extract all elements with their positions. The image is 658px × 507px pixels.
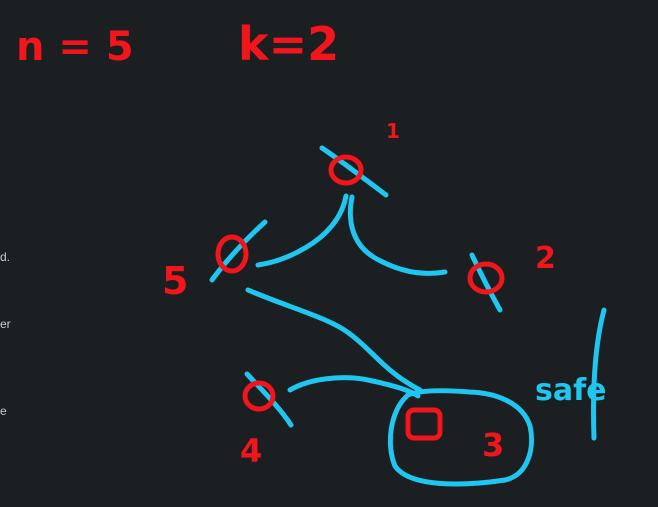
clipped-side-text: d.	[0, 250, 11, 264]
node-2-circle	[467, 261, 505, 295]
node-3: 3	[405, 407, 504, 464]
node-1-label: 1	[386, 119, 400, 143]
edge-4-3	[287, 375, 421, 399]
node-1-circle	[328, 154, 364, 186]
node-2: 2	[467, 241, 556, 295]
safe-region-outline	[387, 388, 535, 487]
edge-5-3	[245, 287, 423, 393]
node-2-label: 2	[535, 241, 556, 276]
safe-letter-f-stroke	[590, 307, 607, 441]
strike-node-1	[319, 145, 389, 198]
strike-node-5	[209, 219, 268, 283]
edge-1-2	[347, 194, 448, 276]
node-5: 5	[162, 234, 249, 303]
node-5-circle	[215, 234, 249, 274]
k-parameter-label: k=2	[238, 17, 339, 71]
node-4-label: 4	[240, 432, 262, 470]
node-4: 4	[240, 380, 276, 470]
edge-1-5	[255, 193, 349, 268]
node-4-circle	[242, 380, 276, 412]
node-3-label: 3	[482, 426, 504, 464]
node-3-circle	[405, 407, 443, 441]
node-1: 1	[328, 119, 400, 186]
strike-node-2	[469, 252, 503, 313]
clipped-side-text: e	[0, 404, 7, 418]
n-parameter-label: n = 5	[16, 24, 134, 70]
clipped-side-text: er	[0, 317, 11, 331]
node-5-label: 5	[162, 259, 188, 303]
